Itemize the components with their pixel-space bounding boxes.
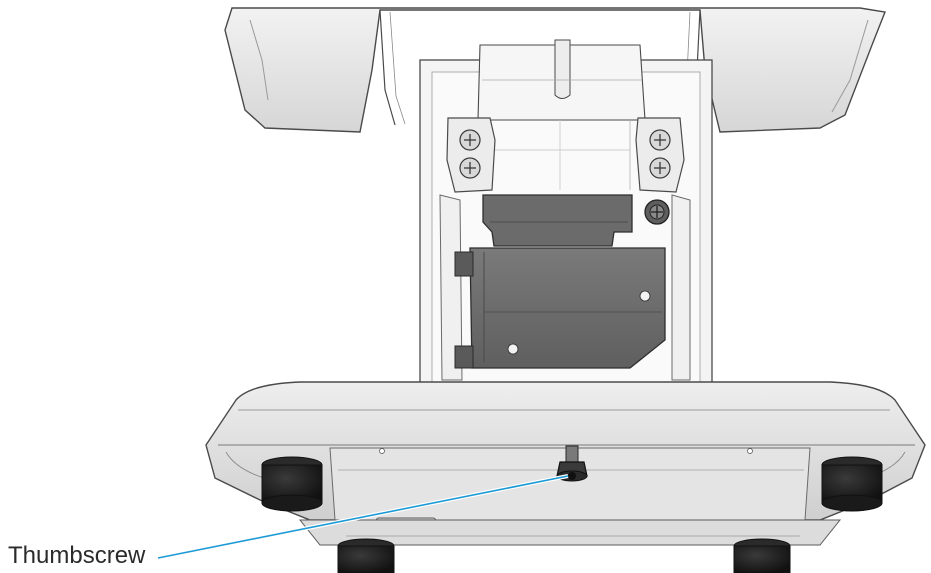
rubber-foot-icon (821, 456, 883, 512)
rubber-foot-icon (337, 538, 395, 573)
phillips-screw-icon (649, 129, 671, 151)
thumbscrew-callout-label: Thumbscrew (8, 542, 146, 569)
phillips-screw-icon (649, 157, 671, 179)
callout-leader-line (157, 474, 569, 560)
mounting-bracket (454, 194, 666, 369)
rubber-foot-icon (261, 456, 323, 512)
phillips-screw-icon (644, 199, 670, 225)
hinge-bracket-right (635, 117, 685, 225)
hinge-bracket-left (446, 117, 496, 193)
phillips-screw-icon (459, 157, 481, 179)
phillips-screw-icon (459, 129, 481, 151)
rubber-foot-icon (733, 538, 791, 573)
